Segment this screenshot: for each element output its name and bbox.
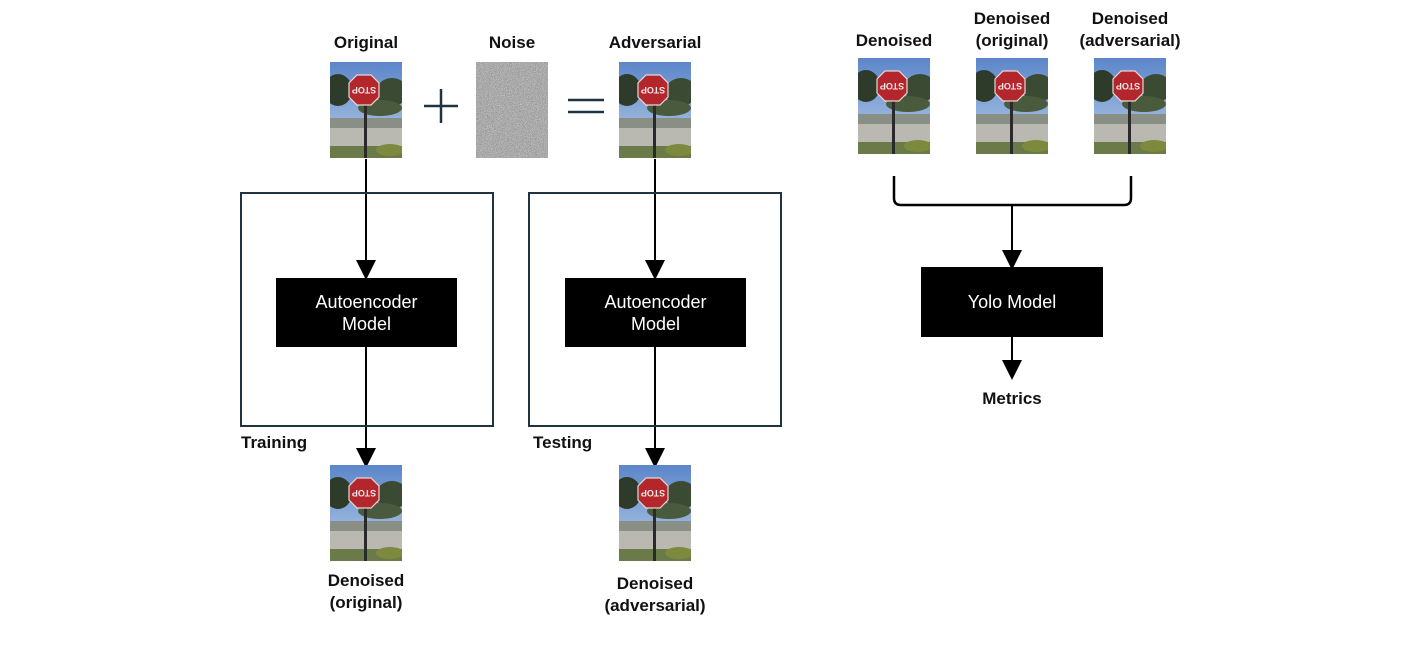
testing-frame [528, 192, 782, 427]
denoised-top-label: Denoised [855, 31, 933, 50]
training-label: Training [241, 433, 308, 452]
autoencoder-model-testing: Autoencoder Model [565, 278, 746, 347]
eval-denoised-image [858, 58, 930, 154]
eval-denoised-adversarial-image [1094, 58, 1166, 154]
denoised-original-top-label: Denoised (original) [973, 9, 1051, 50]
yolo-model: Yolo Model [921, 267, 1103, 337]
equals-operator [568, 98, 604, 114]
adversarial-label: Adversarial [608, 33, 702, 52]
original-image [330, 62, 402, 158]
adversarial-image [619, 62, 691, 158]
denoised-adversarial-label: Denoised (adversarial) [604, 574, 706, 615]
noise-label: Noise [488, 33, 536, 52]
merge-bracket [892, 176, 1133, 207]
autoencoder-model-training: Autoencoder Model [276, 278, 457, 347]
plus-operator [424, 89, 458, 123]
noise-image [476, 62, 548, 158]
testing-label: Testing [533, 433, 593, 452]
original-label: Original [333, 33, 399, 52]
denoised-original-image [330, 465, 402, 561]
denoised-adversarial-image [619, 465, 691, 561]
denoised-adversarial-top-label: Denoised (adversarial) [1079, 9, 1181, 50]
metrics-label: Metrics [982, 389, 1042, 408]
denoised-original-label: Denoised (original) [327, 571, 405, 612]
training-frame [240, 192, 494, 427]
eval-denoised-original-image [976, 58, 1048, 154]
